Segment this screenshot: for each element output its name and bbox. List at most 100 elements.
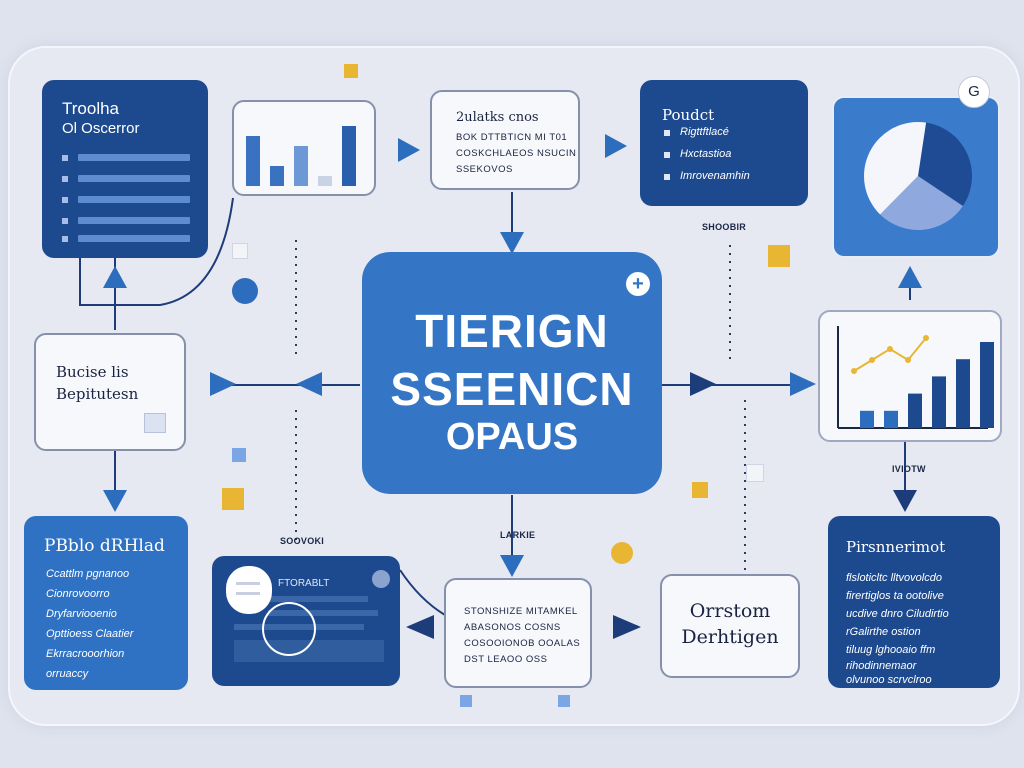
bottom-center-card: STONSHIZE MITAMKEL ABASONOS COSNS COSOOI… <box>444 578 592 688</box>
top-bar-chart <box>246 126 356 186</box>
bottom-right-item-1: flsloticltc lltvovolcdo <box>846 572 942 584</box>
deco-square-9 <box>558 695 570 707</box>
bottom-right-item-2: firertiglos ta ootolive <box>846 590 944 602</box>
panel-line <box>78 154 190 161</box>
bar-mark <box>860 410 874 428</box>
line-series <box>853 337 927 372</box>
bottom-right-item-3: ucdive dnro Ciludirtio <box>846 608 949 620</box>
bullet <box>664 174 670 180</box>
arrow-right-2 <box>605 134 627 158</box>
label-top-right: SHOOBIR <box>702 222 747 232</box>
connector-tl-to-left <box>79 197 234 306</box>
arrow-left-2 <box>210 372 236 396</box>
line-point <box>869 357 875 363</box>
bottom-right-item-7: olvunoo scrvclroo <box>846 674 932 686</box>
arrow-down-left <box>103 490 127 512</box>
arrow-down-center <box>500 232 524 254</box>
bar-mark <box>956 359 970 428</box>
bottom-right-mid-line-2: Derhtigen <box>681 626 779 648</box>
arrow-right-3 <box>790 372 816 396</box>
corner-badge[interactable]: G <box>958 76 990 108</box>
deco-square-8 <box>460 695 472 707</box>
bottom-left-panel: PBblo dRHlad Ccattlm pgnanoo Cionrovoorr… <box>24 516 188 690</box>
card-line <box>268 596 368 602</box>
center-line-2: SSEENICN <box>390 363 634 415</box>
globe-icon <box>372 570 390 588</box>
bottom-left-item-4: Opttioess Claatier <box>46 628 134 640</box>
deco-square-2 <box>768 245 790 267</box>
bullet <box>62 236 68 242</box>
bottom-left-item-5: Ekrracrooorhion <box>46 648 125 660</box>
connector-bottom-mid <box>399 569 446 616</box>
top-mid-line-3: COSKCHLAEOS NSUCIN <box>456 148 577 159</box>
bottom-center-line-4: DST LEAOO OSS <box>464 654 548 665</box>
bottom-left-item-2: Cionrovoorro <box>46 588 110 600</box>
bubble-line <box>236 592 260 595</box>
arrow-right-center <box>690 372 716 396</box>
bottom-mid-card-label: FTORABLT <box>278 578 330 589</box>
pie-slice <box>918 122 972 207</box>
bottom-left-item-3: Dryfarviooenio <box>46 608 117 620</box>
arrow-right-bottom <box>613 615 641 639</box>
deco-circle-2 <box>611 542 633 564</box>
bottom-right-item-6: rihodinnemaor <box>846 660 917 672</box>
center-line-3: OPAUS <box>445 416 579 458</box>
bottom-right-item-4: rGalirthe ostion <box>846 626 921 638</box>
bar-mark <box>246 136 260 186</box>
panel-line <box>78 217 190 224</box>
deco-square-5 <box>232 448 246 462</box>
bullet <box>62 155 68 161</box>
arrow-left-1 <box>296 372 322 396</box>
bar-mark <box>932 376 946 428</box>
bullet <box>62 218 68 224</box>
bottom-left-item-6: orruaccy <box>46 668 89 680</box>
arrow-right-1 <box>398 138 420 162</box>
arrow-down-right <box>893 490 917 512</box>
bar-mark <box>270 166 284 186</box>
bullet <box>664 152 670 158</box>
bubble-line <box>236 582 260 585</box>
bottom-right-panel: Pirsnnerimot flsloticltc lltvovolcdo fir… <box>828 516 1000 688</box>
panel-line <box>78 175 190 182</box>
left-mid-line-2: Bepitutesn <box>56 385 139 403</box>
panel-line <box>78 235 190 242</box>
top-right-item-1: Rigttftlacé <box>680 126 729 138</box>
label-right: IVIOTW <box>892 464 926 474</box>
bar-mark <box>908 393 922 428</box>
bottom-center-line-1: STONSHIZE MITAMKEL <box>464 606 578 617</box>
line-point <box>905 357 911 363</box>
bar-mark <box>294 146 308 186</box>
panel-line <box>78 196 190 203</box>
bullet <box>62 176 68 182</box>
card-line <box>268 610 378 616</box>
line-point <box>851 368 857 374</box>
arrow-left-bottom <box>406 615 434 639</box>
bar-mark <box>884 410 898 428</box>
line-point <box>923 335 929 341</box>
right-combo-chart <box>837 326 994 429</box>
bullet <box>62 197 68 203</box>
deco-square-7 <box>746 464 764 482</box>
bottom-right-mid-line-1: Orrstom <box>689 600 771 622</box>
pie-slice <box>880 176 963 230</box>
bottom-left-title: PBblo dRHlad <box>44 536 165 556</box>
top-right-item-3: Imrovenamhin <box>680 170 750 182</box>
bottom-left-item-1: Ccattlm pgnanoo <box>46 568 130 580</box>
plus-icon[interactable]: + <box>626 272 650 296</box>
top-right-title: Poudct <box>662 106 715 124</box>
bottom-right-title: Pirsnnerimot <box>846 538 946 556</box>
pie-chart-card <box>832 96 1000 258</box>
bar-mark <box>980 342 994 428</box>
label-bottom-left: SOOVOKI <box>280 536 325 546</box>
bottom-center-line-3: COSOOIONOB OOALAS <box>464 638 581 649</box>
top-left-title: Troolha <box>62 99 120 118</box>
deco-square-4 <box>692 482 708 498</box>
bottom-right-mid-card: Orrstom Derhtigen <box>660 574 800 678</box>
top-bar-chart-card <box>232 100 376 196</box>
right-chart-card <box>818 310 1002 442</box>
bar-mark <box>342 126 356 186</box>
bottom-mid-card: FTORABLT <box>212 556 400 686</box>
deco-square-1 <box>344 64 358 78</box>
pie-chart <box>864 122 972 230</box>
